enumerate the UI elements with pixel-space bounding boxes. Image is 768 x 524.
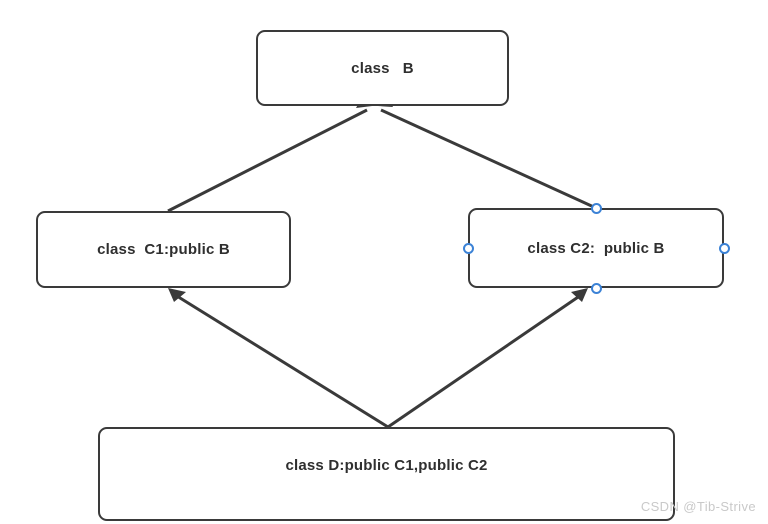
resize-handle-left-middle[interactable] (462, 242, 474, 254)
edge-d-to-c1[interactable] (171, 291, 389, 429)
resize-handle-bottom-center[interactable] (590, 282, 602, 294)
edge-d-to-c2[interactable] (387, 291, 585, 429)
arrowhead-d-to-c2 (571, 288, 588, 302)
class-node-d[interactable]: class D:public C1,public C2 (98, 427, 675, 521)
class-node-b[interactable]: class B (256, 30, 509, 106)
class-node-c1-label: class C1:public B (97, 241, 230, 258)
class-node-c1[interactable]: class C1:public B (36, 211, 291, 288)
edge-c2-to-b[interactable] (380, 108, 597, 210)
arrowhead-d-to-c1 (168, 288, 186, 302)
class-node-d-label: class D:public C1,public C2 (285, 456, 488, 474)
resize-handle-top-center[interactable] (590, 202, 602, 214)
class-node-c2-label: class C2: public B (527, 239, 665, 257)
class-node-c2[interactable]: class C2: public B (468, 208, 724, 288)
resize-handle-right-middle[interactable] (718, 242, 730, 254)
class-node-b-label: class B (351, 59, 414, 77)
edge-c1-to-b[interactable] (167, 108, 368, 213)
